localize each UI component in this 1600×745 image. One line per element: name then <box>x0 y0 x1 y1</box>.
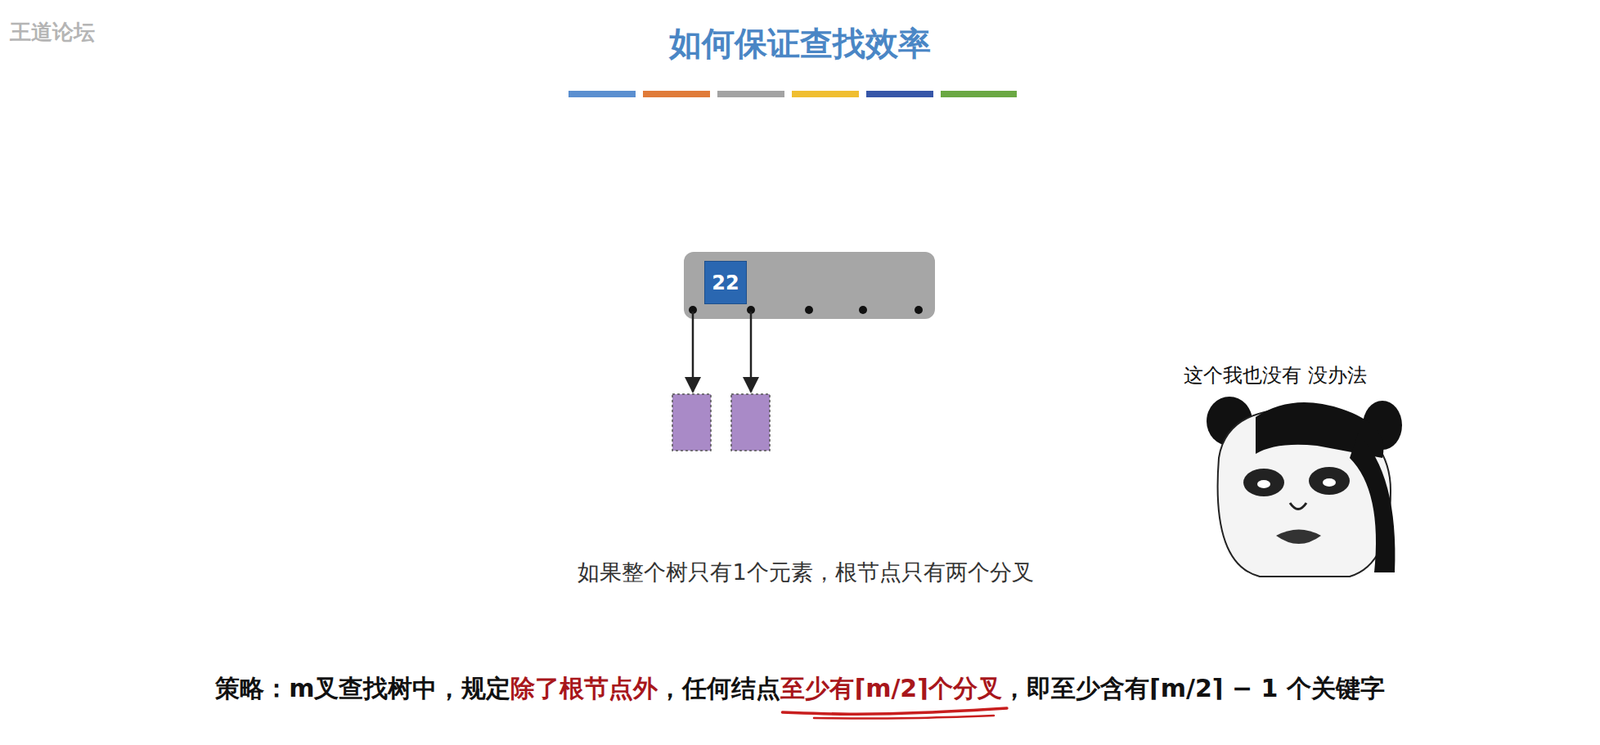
color-bars <box>568 90 1017 98</box>
strategy-text: 策略：m叉查找树中，规定 <box>215 672 511 706</box>
tree-node <box>683 251 935 320</box>
panda-meme <box>1206 396 1403 577</box>
strategy-highlight: 至少有⌈m/2⌉个分叉 <box>780 672 1003 706</box>
red-underline <box>782 708 1007 715</box>
strategy-sentence: 策略：m叉查找树中，规定除了根节点外，任何结点至少有⌈m/2⌉个分叉，即至少含有… <box>0 672 1600 706</box>
watermark: 王道论坛 <box>9 17 95 47</box>
caption: 如果整个树只有1个元素，根节点只有两个分叉 <box>0 557 1600 588</box>
title: 如何保证查找效率 <box>0 21 1600 67</box>
key-box: 22 <box>704 260 747 305</box>
child-node <box>672 394 770 451</box>
strategy-text: ，即至少含有⌈m/2⌉ − 1 个关键字 <box>1002 672 1385 706</box>
meme-text: 这个我也没有 没办法 <box>1183 362 1367 389</box>
strategy-text: ，任何结点 <box>657 672 781 706</box>
pointer-arrows <box>692 311 751 392</box>
red-underline <box>813 715 994 719</box>
pointer-dots <box>688 305 923 315</box>
strategy-highlight: 除了根节点外 <box>510 672 658 706</box>
key-text: 22 <box>711 271 739 295</box>
